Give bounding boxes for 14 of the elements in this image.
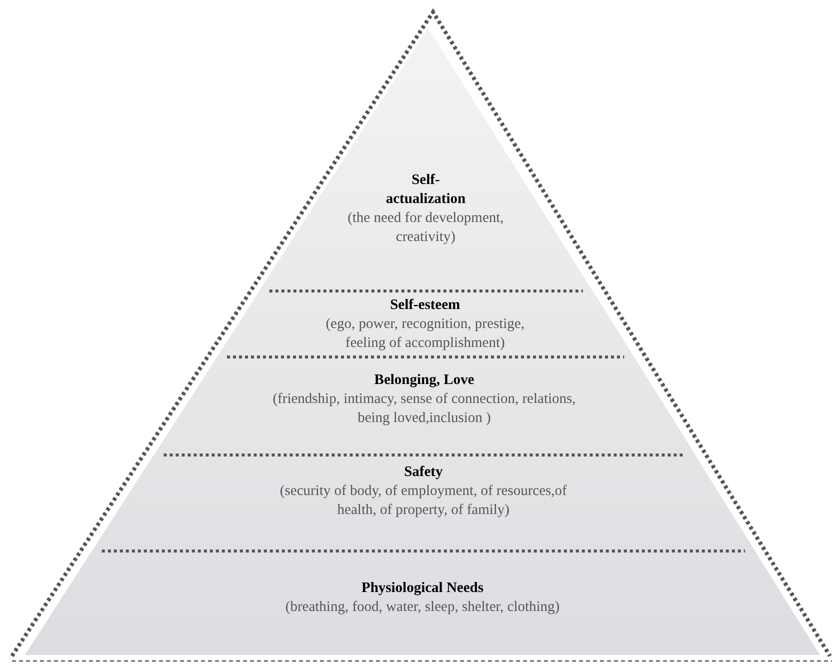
level-title: Safety [404,463,443,482]
pyramid-level [154,357,695,455]
level-title: Physiological Needs [361,579,484,598]
level-description: (the need for development, creativity) [346,209,505,247]
level-description: (ego, power, recognition, prestige, feeling of accomplishment) [324,315,526,353]
level-description: (security of body, of employment, of resources,of health, of property, of family) [278,482,568,520]
level-title: Self- actualization [384,171,467,209]
pyramid-level [25,551,820,655]
pyramid-level [92,455,755,551]
level-description: (friendship, intimacy, sense of connection, relations, being loved,inclusion ) [272,390,577,428]
level-title: Belonging, Love [374,371,474,390]
level-title: Self-esteem [390,296,460,315]
pyramid-level [216,291,634,357]
level-description: (breathing, food, water, sleep, shelter, clothing) [285,598,560,617]
